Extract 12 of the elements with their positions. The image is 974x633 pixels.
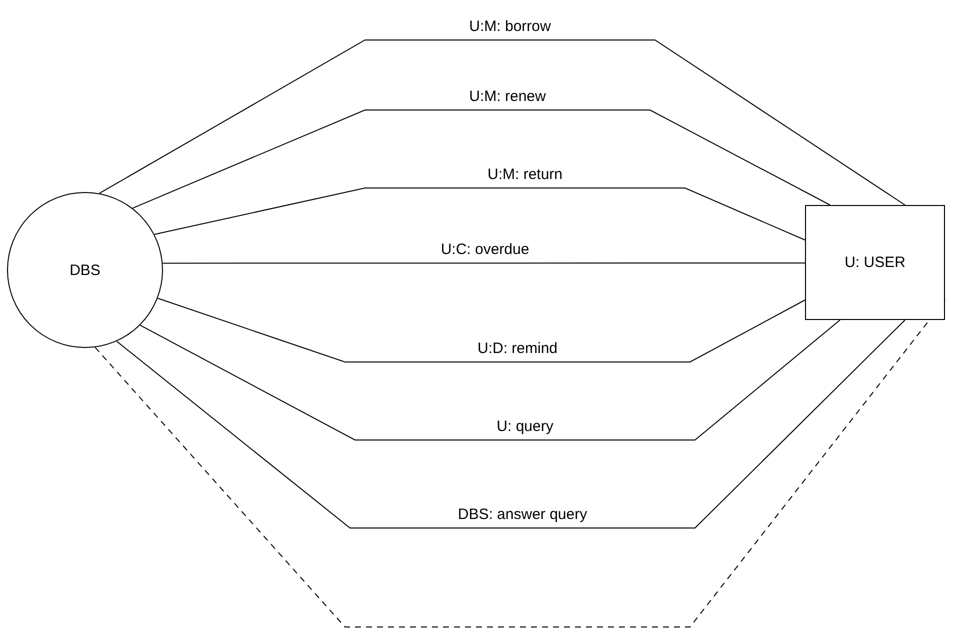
connector	[162, 262, 806, 264]
connector	[140, 320, 840, 440]
edge-label: U: query	[494, 418, 556, 435]
node-label: U: USER	[844, 254, 906, 271]
connector	[154, 188, 806, 240]
rect-node	[805, 205, 945, 320]
connector	[98, 40, 906, 206]
circle-node	[7, 192, 163, 348]
connector	[157, 298, 806, 362]
connector	[116, 320, 906, 528]
connector	[132, 110, 830, 209]
node-label: DBS	[70, 262, 100, 278]
